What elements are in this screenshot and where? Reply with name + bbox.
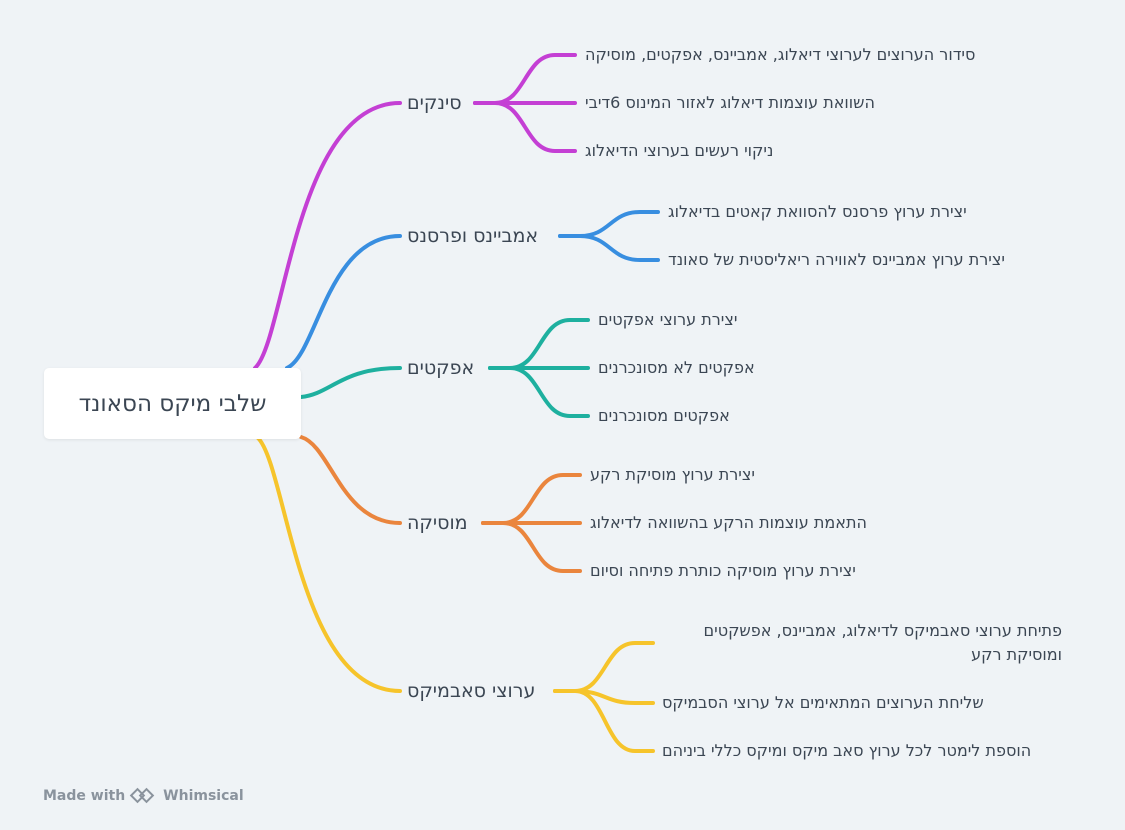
leaf-node[interactable]: יצירת ערוץ פרסנס להסוואת קאטים בדיאלוג	[668, 202, 967, 221]
leaf-node[interactable]: אפקטים מסונכרנים	[598, 406, 730, 425]
leaf-node[interactable]: אפקטים לא מסונכרנים	[598, 358, 755, 377]
leaf-connector	[558, 210, 660, 238]
leaf-connector	[488, 366, 590, 418]
leaf-node[interactable]: יצירת ערוץ מוסיקה כותרת פתיחה וסיום	[590, 561, 856, 580]
leaf-node[interactable]: סידור הערוצים לערוצי דיאלוג, אמביינס, אפ…	[585, 45, 976, 64]
branch-node[interactable]: אפקטים	[407, 357, 475, 379]
leaf-connector	[473, 53, 577, 105]
leaf-connector	[481, 473, 582, 525]
branch-node[interactable]: ערוצי סאבמיקס	[407, 680, 536, 702]
leaf-node[interactable]: יצירת ערוצי אפקטים	[598, 310, 738, 329]
leaf-connector	[481, 521, 582, 573]
branch-node[interactable]: סינקים	[407, 92, 462, 114]
leaf-node[interactable]: ניקוי רעשים בערוצי הדיאלוג	[585, 141, 774, 160]
leaf-node[interactable]: יצירת ערוץ מוסיקת רקע	[590, 465, 755, 484]
whimsical-logo-icon	[129, 787, 157, 804]
leaf-connector	[473, 101, 577, 153]
leaf-node[interactable]: השוואת עוצמות דיאלוג לאזור המינוס 6דיבי	[585, 93, 875, 112]
leaf-node[interactable]: התאמת עוצמות הרקע בהשוואה לדיאלוג	[590, 513, 867, 532]
leaf-connector	[488, 318, 590, 370]
leaf-node[interactable]: שליחת הערוצים המתאימים אל ערוצי הסבמיקס	[662, 693, 984, 712]
leaf-node[interactable]: פתיחת ערוצי סאבמיקס לדיאלוג, אמביינס, אפ…	[703, 621, 1063, 664]
leaf-connector	[558, 234, 660, 262]
leaf-connector	[553, 641, 655, 693]
root-connector	[299, 366, 402, 399]
leaf-connector	[553, 689, 655, 753]
leaf-node[interactable]: הוספת לימטר לכל ערוץ סאב מיקס ומיקס כללי…	[662, 741, 1032, 760]
brand-text: Whimsical	[163, 788, 244, 804]
branch-node[interactable]: אמביינס ופרסנס	[407, 225, 539, 247]
branch-node[interactable]: מוסיקה	[407, 512, 468, 534]
root-connector	[299, 435, 402, 525]
whimsical-footer[interactable]: Made with Whimsical	[43, 787, 244, 804]
root-connector	[253, 101, 402, 370]
root-node[interactable]: שלבי מיקס הסאונד	[44, 368, 301, 439]
made-with-text: Made with	[43, 788, 126, 804]
leaf-node[interactable]: יצירת ערוץ אמביינס לאווירה ריאליסטית של …	[668, 250, 1005, 269]
root-label: שלבי מיקס הסאונד	[78, 390, 267, 417]
root-connector	[285, 234, 402, 370]
root-connector	[255, 435, 402, 693]
